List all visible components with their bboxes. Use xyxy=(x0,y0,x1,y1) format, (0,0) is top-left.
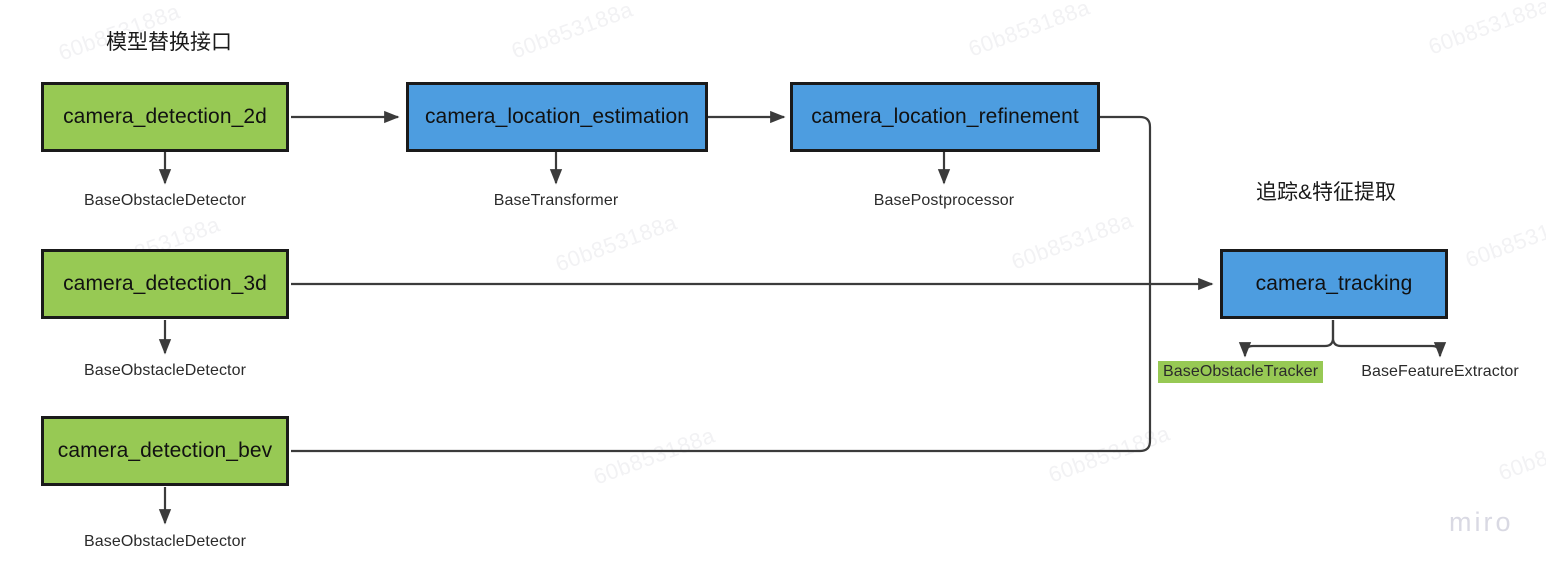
node-label: camera_detection_2d xyxy=(63,105,267,128)
interface-label-base-feature-extractor: BaseFeatureExtractor xyxy=(1361,363,1519,380)
interface-label-base-obstacle-tracker: BaseObstacleTracker xyxy=(1158,361,1324,383)
watermark-text: 60b853188a xyxy=(590,422,719,490)
watermark-text: 60b853188a xyxy=(1008,207,1137,275)
edge-tracking-to-features xyxy=(1331,320,1447,358)
section-heading-left: 模型替换接口 xyxy=(106,31,232,54)
node-label: camera_detection_3d xyxy=(63,272,267,295)
node-label: camera_location_estimation xyxy=(424,105,690,128)
interface-label-base-obstacle-detector-2d: BaseObstacleDetector xyxy=(83,192,247,209)
node-camera-detection-2d[interactable]: camera_detection_2d xyxy=(41,82,289,152)
node-camera-detection-3d[interactable]: camera_detection_3d xyxy=(41,249,289,319)
watermark-text: 60b853188a xyxy=(1462,205,1546,273)
edge-tracking-to-tracker xyxy=(1238,320,1335,358)
node-camera-detection-bev[interactable]: camera_detection_bev xyxy=(41,416,289,486)
node-label: camera_location_refinement xyxy=(811,105,1079,128)
watermark-text: 60b853188a xyxy=(552,209,681,277)
interface-label-base-transformer: BaseTransformer xyxy=(493,192,619,209)
watermark-text: 60b853188a xyxy=(1045,420,1174,488)
edge-refinement-to-tracking xyxy=(1100,115,1152,284)
node-label: camera_tracking xyxy=(1255,272,1413,295)
section-heading-right: 追踪&特征提取 xyxy=(1256,181,1397,204)
watermark-text: 60b853188a xyxy=(965,0,1094,62)
interface-label-base-postprocessor: BasePostprocessor xyxy=(873,192,1015,209)
watermark-text: 60b853188a xyxy=(1495,418,1546,486)
watermark-text: 60b853188a xyxy=(508,0,637,64)
node-label: camera_detection_bev xyxy=(57,439,273,462)
node-camera-location-estimation[interactable]: camera_location_estimation xyxy=(406,82,708,152)
node-camera-location-refinement[interactable]: camera_location_refinement xyxy=(790,82,1100,152)
interface-label-base-obstacle-detector-3d: BaseObstacleDetector xyxy=(83,362,247,379)
watermark-text: 60b853188a xyxy=(1425,0,1546,60)
node-camera-tracking[interactable]: camera_tracking xyxy=(1220,249,1448,319)
interface-label-base-obstacle-detector-bev: BaseObstacleDetector xyxy=(83,533,247,550)
miro-watermark: miro xyxy=(1449,507,1514,537)
edge-bev-to-tracking xyxy=(291,284,1152,453)
